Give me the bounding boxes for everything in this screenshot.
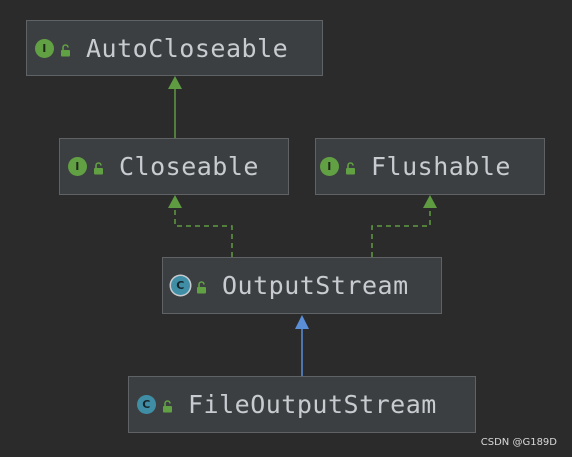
arrowhead-flushable	[423, 195, 437, 208]
abstract-class-icon: C	[171, 276, 190, 295]
unlock-icon	[162, 390, 174, 419]
unlock-icon	[196, 271, 208, 300]
class-icon: C	[137, 395, 156, 414]
interface-icon: I	[35, 38, 54, 58]
unlock-icon	[60, 34, 72, 63]
interface-icon: I	[68, 157, 87, 176]
node-fileoutputstream[interactable]: C FileOutputStream	[128, 376, 476, 433]
arrowhead-outputstream	[295, 315, 309, 329]
edge-outputstream-implements-closeable	[174, 207, 233, 257]
node-label: AutoCloseable	[86, 33, 289, 63]
node-flushable[interactable]: I Flushable	[315, 138, 545, 195]
node-label: Flushable	[371, 152, 511, 181]
watermark: CSDN @G189D	[480, 437, 557, 448]
edge-outputstream-implements-flushable	[371, 207, 431, 257]
unlock-icon	[93, 152, 105, 181]
interface-icon: I	[320, 157, 339, 176]
node-closeable[interactable]: I Closeable	[59, 138, 289, 195]
node-label: OutputStream	[222, 271, 409, 300]
unlock-icon	[345, 152, 357, 181]
node-autocloseable[interactable]: I AutoCloseable	[26, 20, 323, 76]
node-outputstream[interactable]: C OutputStream	[162, 257, 442, 314]
node-label: FileOutputStream	[188, 390, 437, 419]
arrowhead-autocloseable	[168, 76, 182, 89]
node-label: Closeable	[119, 152, 259, 181]
arrowhead-closeable	[168, 195, 182, 208]
